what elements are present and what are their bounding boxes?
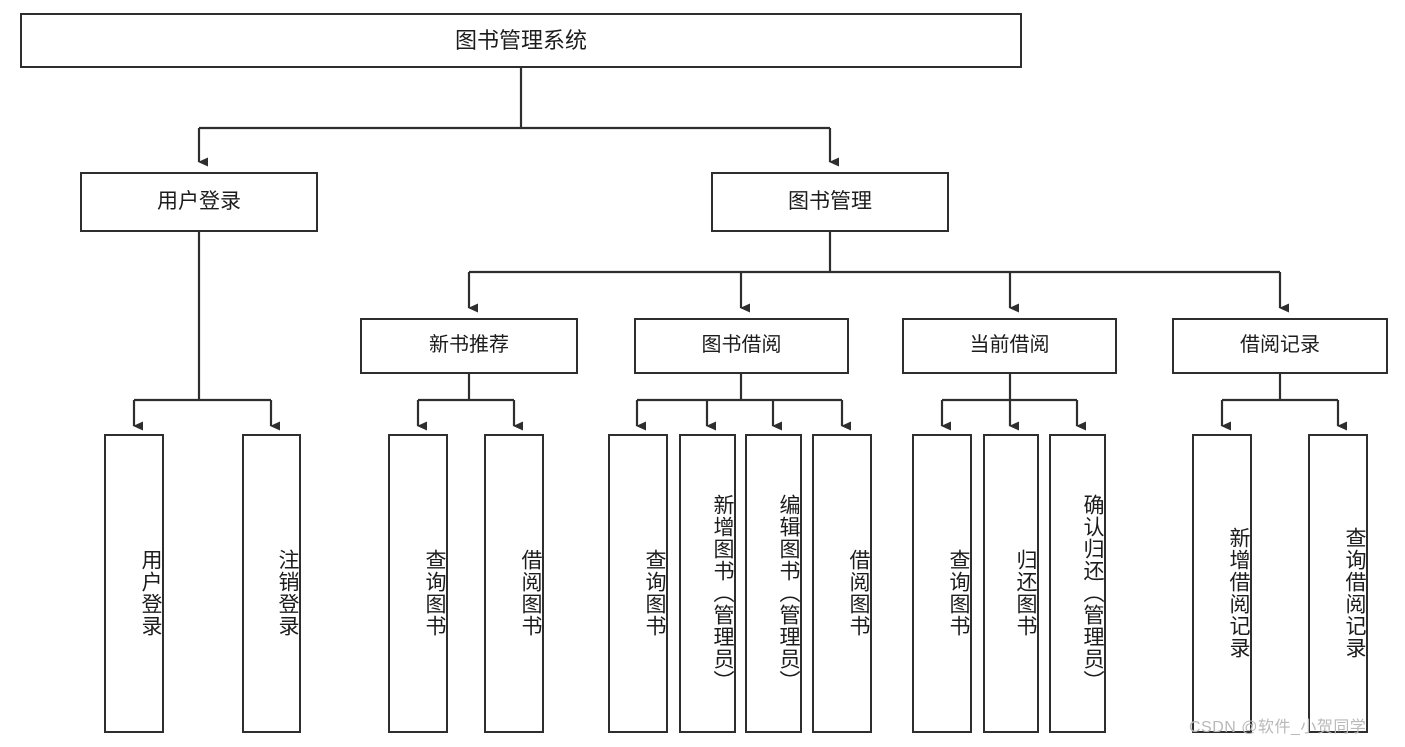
- node-label: 注销登录: [276, 548, 299, 637]
- leaf-current-borrow-confirm-return-admin[interactable]: 确认归还（管理员）: [1049, 434, 1106, 733]
- node-label: 新增图书（管理员）: [711, 493, 734, 692]
- node-label: 新书推荐: [429, 334, 509, 357]
- node-book-management[interactable]: 图书管理: [711, 172, 949, 232]
- node-label: 确认归还（管理员）: [1081, 493, 1104, 692]
- csdn-watermark: CSDN @软件_小贺同学: [1189, 719, 1367, 736]
- leaf-borrow-record-add-record[interactable]: 新增借阅记录: [1192, 434, 1252, 733]
- node-label: 借阅记录: [1240, 334, 1320, 357]
- node-borrow-record[interactable]: 借阅记录: [1172, 318, 1388, 374]
- node-label: 查询借阅记录: [1343, 526, 1366, 659]
- node-label: 编辑图书（管理员）: [777, 493, 800, 692]
- leaf-new-book-query-book[interactable]: 查询图书: [388, 434, 448, 733]
- node-current-borrow[interactable]: 当前借阅: [902, 318, 1117, 374]
- leaf-book-borrow-add-book-admin[interactable]: 新增图书（管理员）: [679, 434, 736, 733]
- node-label: 查询图书: [643, 548, 666, 637]
- node-label: 借阅图书: [847, 548, 870, 637]
- leaf-book-borrow-borrow-book[interactable]: 借阅图书: [812, 434, 872, 733]
- node-book-borrow[interactable]: 图书借阅: [634, 318, 849, 374]
- node-label: 当前借阅: [969, 334, 1050, 357]
- leaf-current-borrow-query-book[interactable]: 查询图书: [912, 434, 972, 733]
- node-new-book-recommend[interactable]: 新书推荐: [360, 318, 578, 374]
- leaf-book-borrow-query-book[interactable]: 查询图书: [608, 434, 668, 733]
- node-root-book-management-system[interactable]: 图书管理系统: [20, 13, 1022, 68]
- node-label: 图书管理系统: [454, 27, 587, 53]
- leaf-user-login-logout[interactable]: 注销登录: [242, 434, 301, 733]
- leaf-borrow-record-query-record[interactable]: 查询借阅记录: [1308, 434, 1368, 733]
- leaf-book-borrow-edit-book-admin[interactable]: 编辑图书（管理员）: [745, 434, 802, 733]
- node-user-login[interactable]: 用户登录: [80, 172, 318, 232]
- node-label: 用户登录: [139, 548, 162, 637]
- node-label: 借阅图书: [519, 548, 542, 637]
- node-label: 查询图书: [947, 548, 970, 637]
- node-label: 图书借阅: [701, 334, 782, 357]
- leaf-new-book-borrow-book[interactable]: 借阅图书: [484, 434, 544, 733]
- leaf-current-borrow-return-book[interactable]: 归还图书: [983, 434, 1039, 733]
- node-label: 图书管理: [788, 189, 872, 213]
- node-label: 归还图书: [1014, 548, 1037, 637]
- node-label: 查询图书: [423, 548, 446, 637]
- node-label: 新增借阅记录: [1227, 526, 1250, 659]
- leaf-user-login-login[interactable]: 用户登录: [104, 434, 164, 733]
- node-label: 用户登录: [157, 189, 241, 213]
